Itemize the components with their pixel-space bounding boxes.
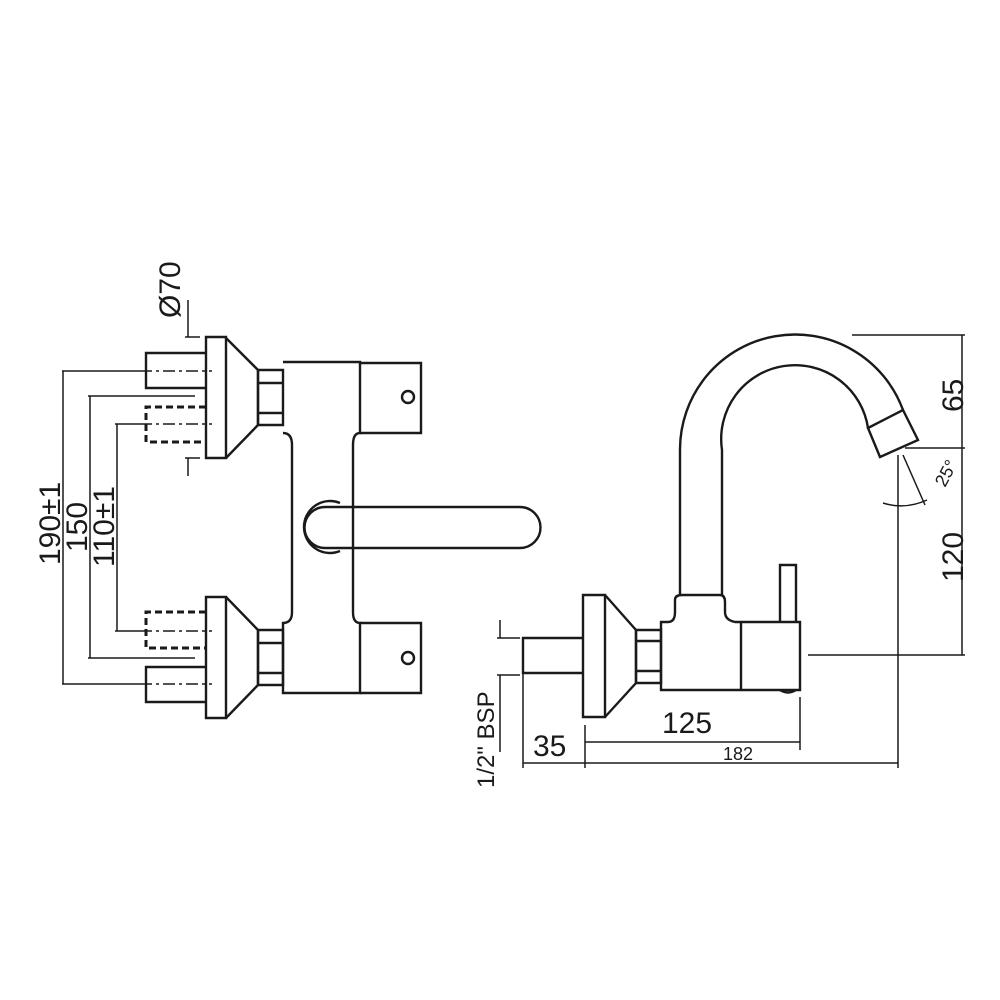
wall-flange: [521, 593, 663, 719]
dimension-lines: [62, 300, 200, 685]
mount-hole: [400, 389, 416, 405]
dimension-lines: [497, 334, 965, 768]
body-length-label: 125: [662, 707, 712, 740]
spout-top-label: 65: [937, 379, 970, 412]
lever-handle: [302, 499, 542, 555]
total-reach-label: 182: [723, 744, 753, 764]
middle-span-label: 150: [61, 502, 94, 552]
mixer-body: [281, 360, 423, 695]
spout-angle-label: 25°: [931, 456, 961, 489]
tap-body: [659, 563, 802, 694]
top-inlet: [144, 335, 285, 460]
side-view: 65 120 25° 1/2" BSP 35 125 182: [473, 333, 970, 788]
inner-centers-label: 110±1: [88, 486, 121, 567]
spout-height-label: 120: [937, 532, 970, 582]
center-lines: [140, 370, 212, 685]
outer-centers-label: 190±1: [34, 482, 67, 565]
inlet-length-label: 35: [533, 730, 566, 763]
swivel-spout: [678, 333, 920, 595]
flange-diameter-label: Ø70: [154, 261, 187, 318]
front-view: Ø70 190±1 150 110±1: [34, 261, 542, 720]
mount-hole: [400, 650, 416, 666]
inlet-thread-label: 1/2" BSP: [473, 691, 500, 788]
